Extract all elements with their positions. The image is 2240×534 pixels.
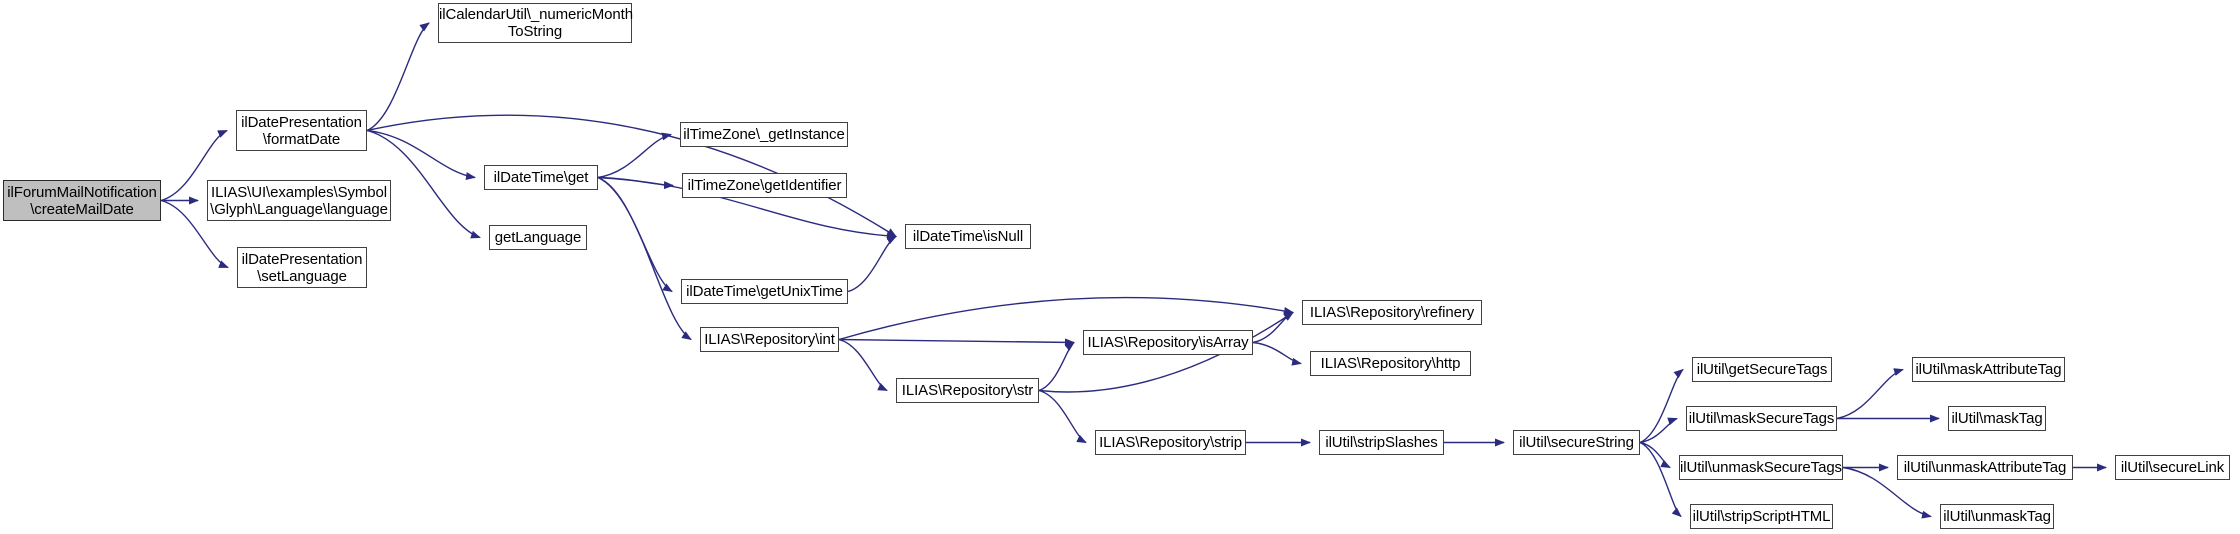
graph-node[interactable]: ilForumMailNotification \createMailDate xyxy=(3,180,161,221)
graph-node[interactable]: ilUtil\secureString xyxy=(1513,430,1640,455)
graph-node[interactable]: ILIAS\Repository\http xyxy=(1310,351,1471,376)
graph-node-label: ilUtil\unmaskAttributeTag xyxy=(1903,459,2067,476)
graph-edge xyxy=(597,176,674,190)
graph-node-label: ILIAS\UI\examples\Symbol \Glyph\Language… xyxy=(210,183,388,218)
graph-node[interactable]: ilCalendarUtil\_numericMonth ToString xyxy=(438,3,633,43)
graph-node-label: ilUtil\stripScriptHTML xyxy=(1692,508,1831,525)
graph-edge xyxy=(838,338,1075,347)
graph-node-label: getLanguage xyxy=(494,229,582,246)
graph-node-label: ilUtil\maskAttributeTag xyxy=(1915,361,2062,378)
graph-node[interactable]: ILIAS\UI\examples\Symbol \Glyph\Language… xyxy=(207,180,391,221)
graph-node[interactable]: ilUtil\getSecureTags xyxy=(1692,357,1832,382)
graph-node[interactable]: ilUtil\unmaskSecureTags xyxy=(1679,455,1843,480)
graph-node[interactable]: ilTimeZone\getIdentifier xyxy=(682,173,847,198)
graph-edge xyxy=(366,129,476,181)
graph-node[interactable]: ilDateTime\get xyxy=(484,165,598,190)
graph-edge xyxy=(838,338,888,392)
graph-node[interactable]: ilUtil\maskSecureTags xyxy=(1686,406,1837,431)
graph-node[interactable]: ilDateTime\getUnixTime xyxy=(681,279,848,304)
graph-edge xyxy=(1639,368,1684,444)
graph-node[interactable]: ilUtil\maskTag xyxy=(1948,406,2046,431)
graph-node-label: ilDateTime\isNull xyxy=(912,228,1024,245)
graph-node-label: ilDatePresentation \formatDate xyxy=(241,113,362,148)
graph-node-label: ILIAS\Repository\isArray xyxy=(1087,334,1249,351)
graph-node[interactable]: ilDateTime\isNull xyxy=(905,224,1031,249)
graph-node[interactable]: ilUtil\stripSlashes xyxy=(1319,430,1444,455)
graph-edge xyxy=(1639,441,1682,518)
graph-node[interactable]: ILIAS\Repository\str xyxy=(896,378,1039,403)
graph-node[interactable]: ILIAS\Repository\strip xyxy=(1095,430,1246,455)
graph-node-label: ilUtil\unmaskTag xyxy=(1943,508,2051,525)
graph-node-label: ILIAS\Repository\refinery xyxy=(1309,304,1475,321)
graph-edge xyxy=(1038,389,1087,444)
graph-node-label: ILIAS\Repository\str xyxy=(901,382,1034,399)
graph-node[interactable]: ilDatePresentation \setLanguage xyxy=(237,247,367,288)
graph-node-label: ilUtil\maskTag xyxy=(1951,410,2043,427)
graph-node-label: ilUtil\secureString xyxy=(1519,434,1634,451)
graph-node[interactable]: ilUtil\stripScriptHTML xyxy=(1690,504,1833,529)
graph-node[interactable]: ilTimeZone\_getInstance xyxy=(680,122,848,147)
graph-node[interactable]: getLanguage xyxy=(489,225,587,250)
graph-node-label: ILIAS\Repository\int xyxy=(704,331,835,348)
graph-node-label: ilCalendarUtil\_numericMonth ToString xyxy=(439,6,633,40)
graph-node-label: ilDatePresentation \setLanguage xyxy=(241,250,363,285)
graph-node[interactable]: ilUtil\unmaskTag xyxy=(1940,504,2054,529)
graph-edge xyxy=(366,22,430,132)
graph-edge xyxy=(597,132,672,179)
graph-node[interactable]: ilUtil\maskAttributeTag xyxy=(1912,357,2065,382)
graph-node[interactable]: ILIAS\Repository\isArray xyxy=(1083,330,1253,355)
graph-node-label: ilDateTime\get xyxy=(493,169,589,186)
graph-node[interactable]: ilDatePresentation \formatDate xyxy=(236,110,367,151)
graph-edge xyxy=(597,176,692,341)
graph-node[interactable]: ilUtil\unmaskAttributeTag xyxy=(1897,455,2073,480)
graph-node[interactable]: ilUtil\secureLink xyxy=(2115,455,2230,480)
graph-node-label: ilDateTime\getUnixTime xyxy=(686,283,843,300)
graph-node-label: ilForumMailNotification \createMailDate xyxy=(7,183,157,218)
graph-edge xyxy=(597,176,673,293)
graph-edge xyxy=(847,235,897,293)
graph-edge xyxy=(1836,368,1904,420)
graph-edge xyxy=(1038,341,1075,392)
graph-node-label: ILIAS\Repository\http xyxy=(1320,355,1461,372)
graph-node[interactable]: ILIAS\Repository\int xyxy=(700,327,839,352)
graph-node-label: ilUtil\unmaskSecureTags xyxy=(1680,459,1842,476)
graph-node-label: ilUtil\getSecureTags xyxy=(1696,361,1828,378)
graph-node-label: ILIAS\Repository\strip xyxy=(1099,434,1242,451)
graph-node-label: ilUtil\stripSlashes xyxy=(1325,434,1438,451)
graph-node-label: ilUtil\secureLink xyxy=(2120,459,2225,476)
graph-node[interactable]: ILIAS\Repository\refinery xyxy=(1302,300,1482,325)
graph-edge xyxy=(1252,311,1294,344)
graph-node-label: ilTimeZone\_getInstance xyxy=(683,126,845,143)
graph-node-label: ilUtil\maskSecureTags xyxy=(1688,410,1835,427)
graph-edge xyxy=(1639,441,1671,469)
graph-node-label: ilTimeZone\getIdentifier xyxy=(687,177,842,194)
graph-edge xyxy=(1252,341,1302,366)
graph-edge xyxy=(1639,417,1678,444)
